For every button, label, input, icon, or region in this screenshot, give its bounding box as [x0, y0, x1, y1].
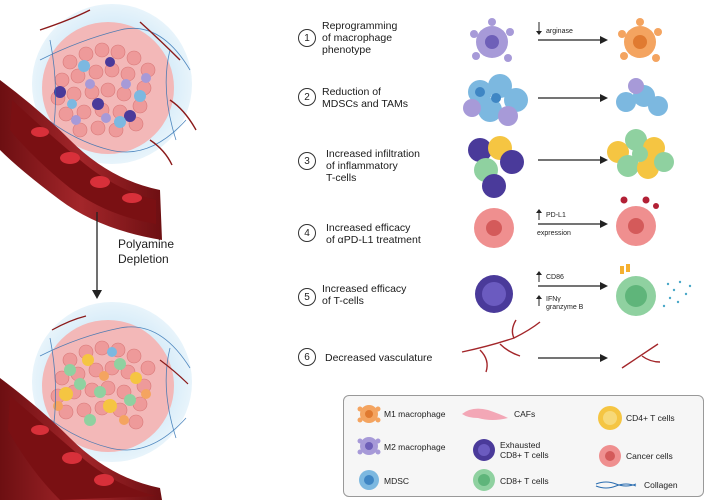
- pdl1-cancer-cell-icon: [616, 196, 659, 246]
- activated-cd8-cell: [616, 264, 692, 316]
- ifng-granzyme-label: IFNγ granzyme B: [546, 296, 584, 311]
- exhausted-cd8-cell: [475, 275, 513, 313]
- m1-macrophage-icon: [618, 18, 662, 62]
- reduced-mdsc-cluster: [616, 78, 668, 116]
- legend: M1 macrophage CAFs CD4+ T cells M2 macro…: [343, 395, 704, 497]
- tumor-before: [32, 4, 197, 166]
- step-text: Decreased vasculature: [325, 352, 433, 364]
- step-text: Increased infiltration of inflammatory T…: [326, 148, 420, 184]
- m2-macrophage-icon: [357, 437, 381, 455]
- step-text: Reprogramming of macrophage phenotype: [322, 20, 398, 56]
- step-number: 6: [298, 348, 316, 366]
- cd4-t-cell-icon: [598, 406, 622, 430]
- expression-label: expression: [537, 230, 571, 237]
- step-text: Reduction of MDSCs and TAMs: [322, 86, 408, 110]
- legend-icons: [357, 405, 637, 491]
- exhausted-cd8-icon: [473, 439, 495, 461]
- step-number: 2: [298, 88, 316, 106]
- vasculature-after: [621, 343, 661, 369]
- cancer-cell-icon: [599, 445, 621, 467]
- m2-macrophage-icon: [470, 18, 514, 62]
- blood-vessel-bottom: [0, 378, 162, 500]
- legend-label: MDSC: [384, 476, 410, 486]
- legend-label: M2 macrophage: [384, 442, 446, 452]
- vasculature-before: [461, 319, 541, 373]
- tumor-illustrations: [0, 4, 197, 500]
- legend-label: Collagen: [644, 480, 678, 490]
- step-number: 5: [298, 288, 316, 306]
- mdsc-icon: [359, 470, 379, 490]
- step-text: Increased efficacy of T-cells: [322, 283, 407, 307]
- tumor-after: [32, 302, 192, 462]
- arrow-label-line: Polyamine Depletion: [118, 237, 175, 266]
- cd86-label: CD86: [546, 274, 564, 281]
- m1-macrophage-icon: [357, 405, 381, 423]
- legend-label: CAFs: [514, 409, 536, 419]
- exhausted-t-cell-cluster: [468, 136, 524, 198]
- step-text: Increased efficacy of αPD-L1 treatment: [326, 222, 421, 246]
- legend-label: CD8+ T cells: [500, 476, 549, 486]
- blood-vessel-top: [0, 80, 162, 240]
- cd8-t-cell-icon: [473, 469, 495, 491]
- step-illustrations: [461, 18, 692, 373]
- pdl1-label: PD-L1: [546, 212, 566, 219]
- legend-label: Exhausted CD8+ T cells: [500, 440, 549, 460]
- step-number: 1: [298, 29, 316, 47]
- legend-label: Cancer cells: [626, 451, 673, 461]
- arginase-label: arginase: [546, 28, 573, 35]
- mdsc-tam-cluster: [463, 74, 528, 126]
- step-number: 3: [298, 152, 316, 170]
- collagen-icon: [595, 481, 637, 489]
- inflammatory-t-cell-cluster: [607, 129, 674, 179]
- caf-icon: [462, 408, 508, 420]
- legend-label: M1 macrophage: [384, 409, 446, 419]
- polyamine-depletion-label: Polyamine Depletion: [118, 237, 174, 267]
- legend-label: CD4+ T cells: [626, 413, 675, 423]
- cancer-cell-icon: [474, 208, 514, 248]
- step-number: 4: [298, 224, 316, 242]
